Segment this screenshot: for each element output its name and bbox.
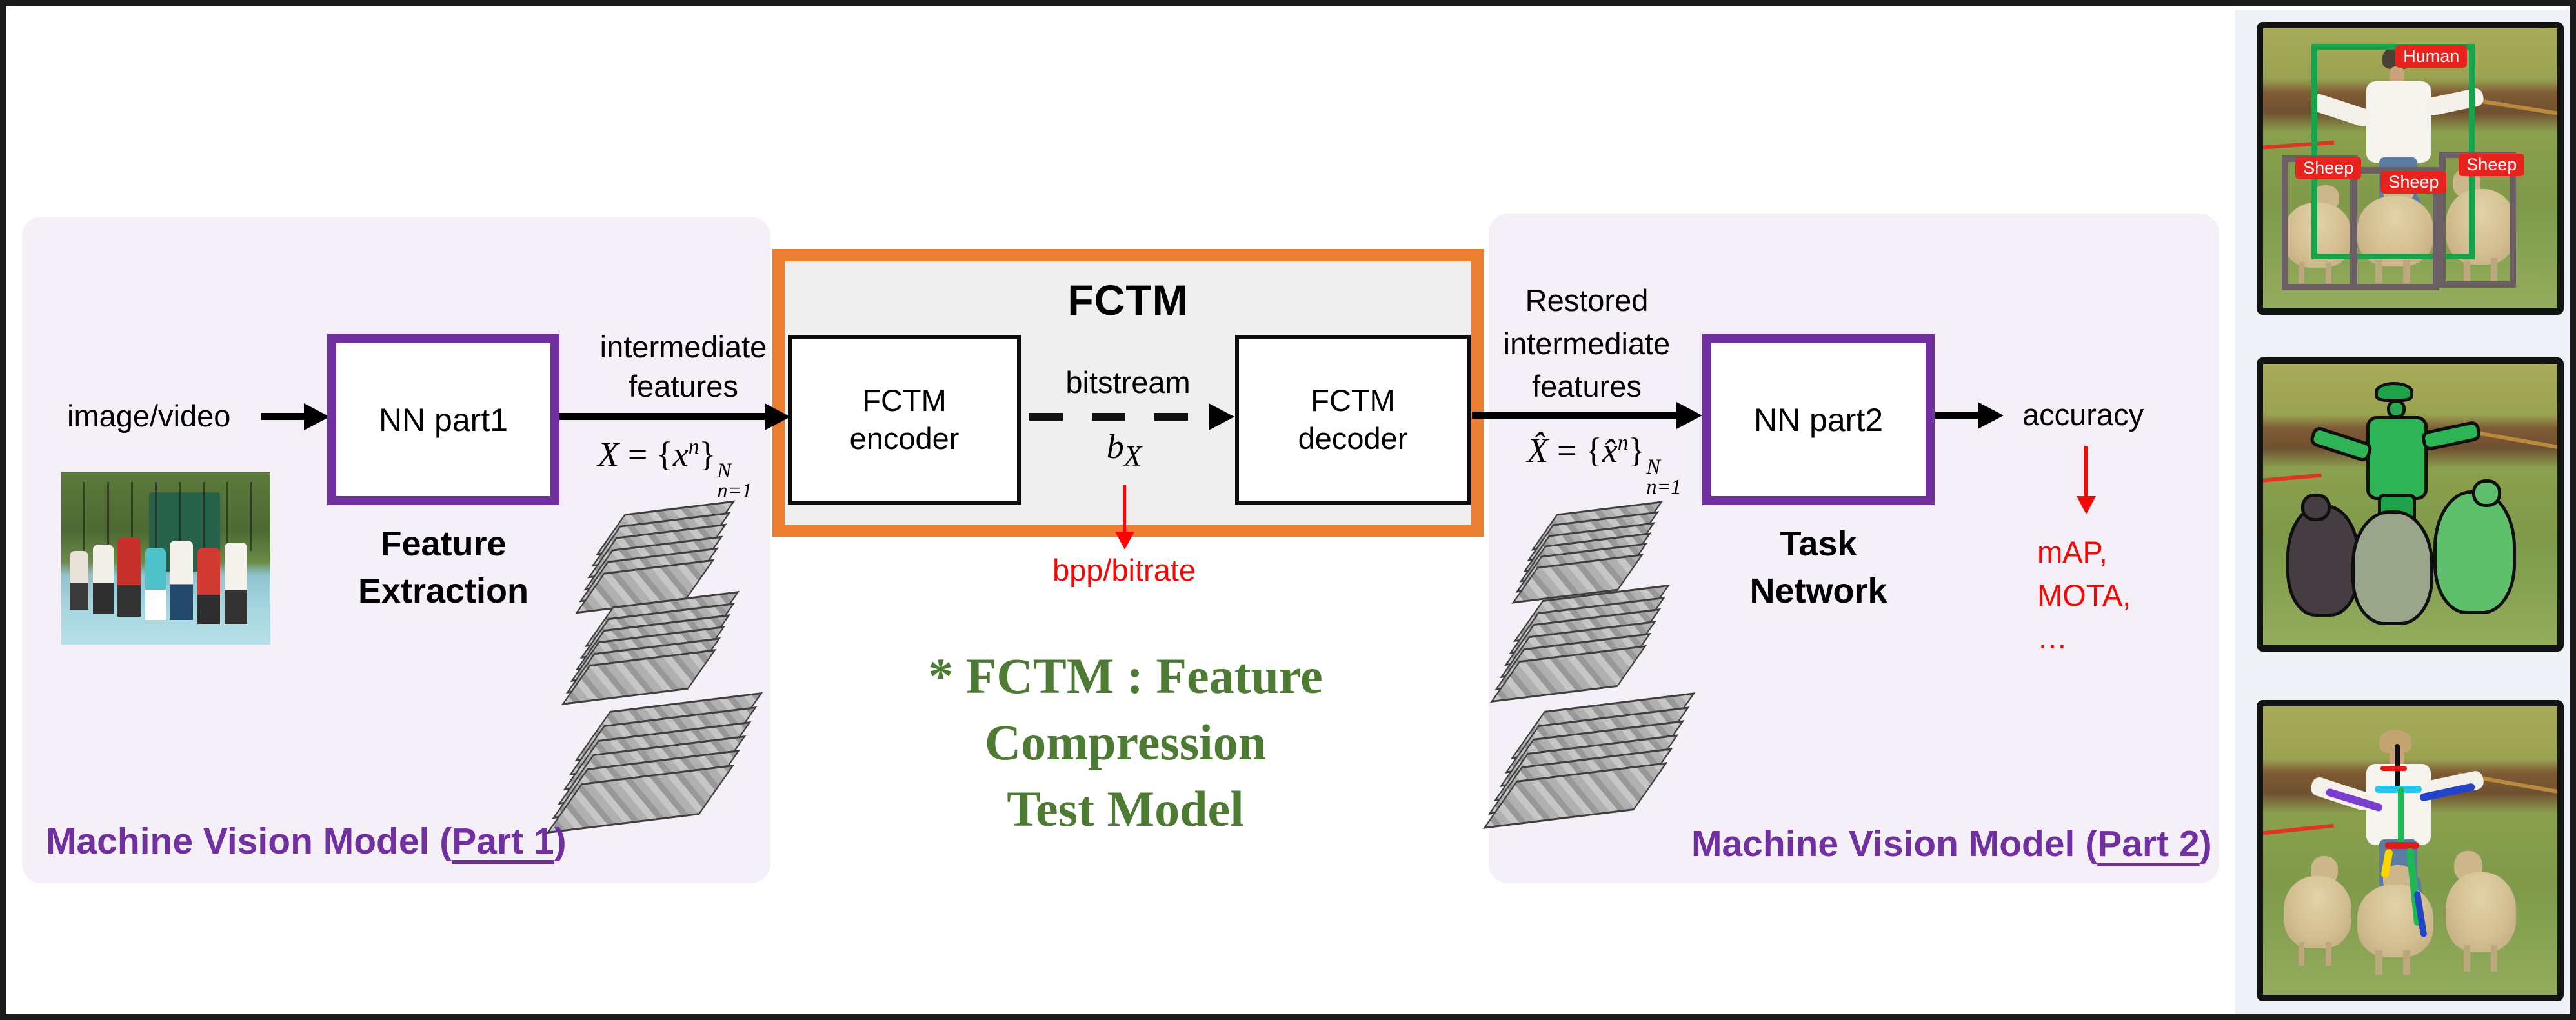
bpp-arrowhead-icon (1115, 532, 1134, 550)
human-detection-box (2311, 43, 2475, 260)
bpp-arrow-line (1123, 485, 1126, 533)
sheep-mask-dark (2286, 505, 2360, 617)
photo-fence (61, 482, 270, 552)
feature-map-stack (1476, 692, 1707, 830)
fctm-encoder-line1: FCTM (862, 383, 947, 417)
photo-figure (224, 542, 248, 624)
sheep-detection-box (2350, 167, 2439, 291)
sheep-tag: Sheep (2380, 171, 2447, 194)
nn-part1-box: NN part1 (327, 334, 559, 505)
bpp-bitrate-label: bpp/bitrate (1052, 553, 1196, 587)
feature-extraction-caption: Feature Extraction (357, 525, 529, 610)
accuracy-label: accuracy (2022, 397, 2144, 432)
fctm-decoder-box: FCTM decoder (1235, 335, 1471, 505)
fctm-decoder-line2: decoder (1298, 421, 1408, 455)
nn-part2-box: NN part2 (1702, 334, 1935, 505)
pose-example-photo (2257, 700, 2564, 1001)
metrics-list: mAP, MOTA, … (2037, 535, 2131, 655)
accuracy-arrow-line (1935, 412, 1980, 419)
pose-spine-bone (2397, 787, 2404, 845)
input-arrow-line (261, 413, 307, 420)
fctm-footnote: * FCTM : Feature Compression Test Model (783, 643, 1467, 843)
input-arrowhead-icon (304, 403, 330, 430)
photo-figure (92, 544, 114, 614)
sheep-figure (2445, 850, 2517, 972)
fctm-footnote-line1: * FCTM : Feature Compression (928, 648, 1323, 770)
fctm-encoder-line2: encoder (849, 421, 960, 455)
whip-line (2263, 474, 2322, 483)
bitstream-dashed-arrow (1029, 413, 1211, 421)
sheep-figure (2283, 856, 2351, 966)
metrics-arrowhead-icon (2077, 496, 2096, 514)
photo-figure (197, 547, 221, 624)
input-sample-photo (61, 472, 270, 645)
person-mask-hat (2375, 382, 2413, 402)
photo-figure (69, 551, 89, 610)
feature-map-stack (1508, 501, 1671, 604)
fctm-footnote-line2: Test Model (1007, 780, 1244, 837)
bitstream-label: bitstream (1065, 365, 1191, 399)
sheep-tag: Sheep (2459, 154, 2525, 177)
fctm-decoder-line1: FCTM (1311, 383, 1395, 417)
feature-map-stack (1485, 584, 1680, 703)
person-mask-arm (2308, 425, 2374, 463)
pose-face-bone (2380, 765, 2408, 771)
task-network-caption: Task Network (1749, 525, 1887, 610)
person-mask-torso (2366, 415, 2428, 501)
person-head (2390, 66, 2404, 83)
pose-hip-bone (2385, 842, 2419, 849)
features-arrowhead-icon (765, 403, 790, 430)
person-mask-arm (2420, 419, 2482, 452)
nn-part2-label: NN part2 (1753, 401, 1884, 438)
sheep-mask-green-head (2471, 479, 2502, 508)
restored-features-caption: Restored intermediate features (1503, 283, 1671, 404)
whip-line (2263, 823, 2334, 835)
bitstream-arrowhead-icon (1209, 403, 1234, 430)
restored-arrowhead-icon (1676, 402, 1702, 429)
person-torso (2366, 81, 2431, 163)
metrics-arrow-line (2084, 446, 2088, 497)
input-label: image/video (67, 399, 231, 433)
photo-figure (170, 541, 194, 621)
nn-part1-label: NN part1 (378, 401, 508, 438)
part2-panel-label: Machine Vision Model (Part 2) (1691, 823, 2212, 865)
sheep-tag: Sheep (2295, 156, 2362, 179)
sheep-mask-gray (2351, 510, 2434, 626)
restored-arrow-line (1472, 412, 1679, 419)
feature-map-stack (556, 591, 749, 705)
accuracy-arrowhead-icon (1978, 402, 2004, 429)
features-arrow-line (559, 413, 767, 420)
segmentation-scene (2263, 364, 2557, 645)
segmentation-example-photo (2257, 357, 2564, 652)
fctm-title: FCTM (1067, 276, 1189, 324)
part1-panel-label: Machine Vision Model (Part 1) (46, 821, 567, 862)
detection-scene: Human Sheep Sheep Sheep (2263, 28, 2557, 308)
pose-scene (2263, 706, 2557, 995)
sheep-mask-dark-head (2301, 493, 2331, 522)
human-tag: Human (2395, 45, 2468, 68)
sheep-figure (2445, 168, 2517, 283)
photo-figure (145, 547, 166, 621)
feature-map-stack (540, 692, 774, 834)
detection-example-photo: Human Sheep Sheep Sheep (2257, 22, 2564, 315)
bitstream-symbol: bX (1106, 427, 1142, 472)
intermediate-features-caption: intermediate features (599, 330, 767, 404)
sheep-mask-green (2433, 490, 2517, 615)
photo-figure (117, 537, 141, 617)
feature-map-stack (572, 500, 741, 614)
fctm-encoder-box: FCTM encoder (788, 335, 1021, 505)
